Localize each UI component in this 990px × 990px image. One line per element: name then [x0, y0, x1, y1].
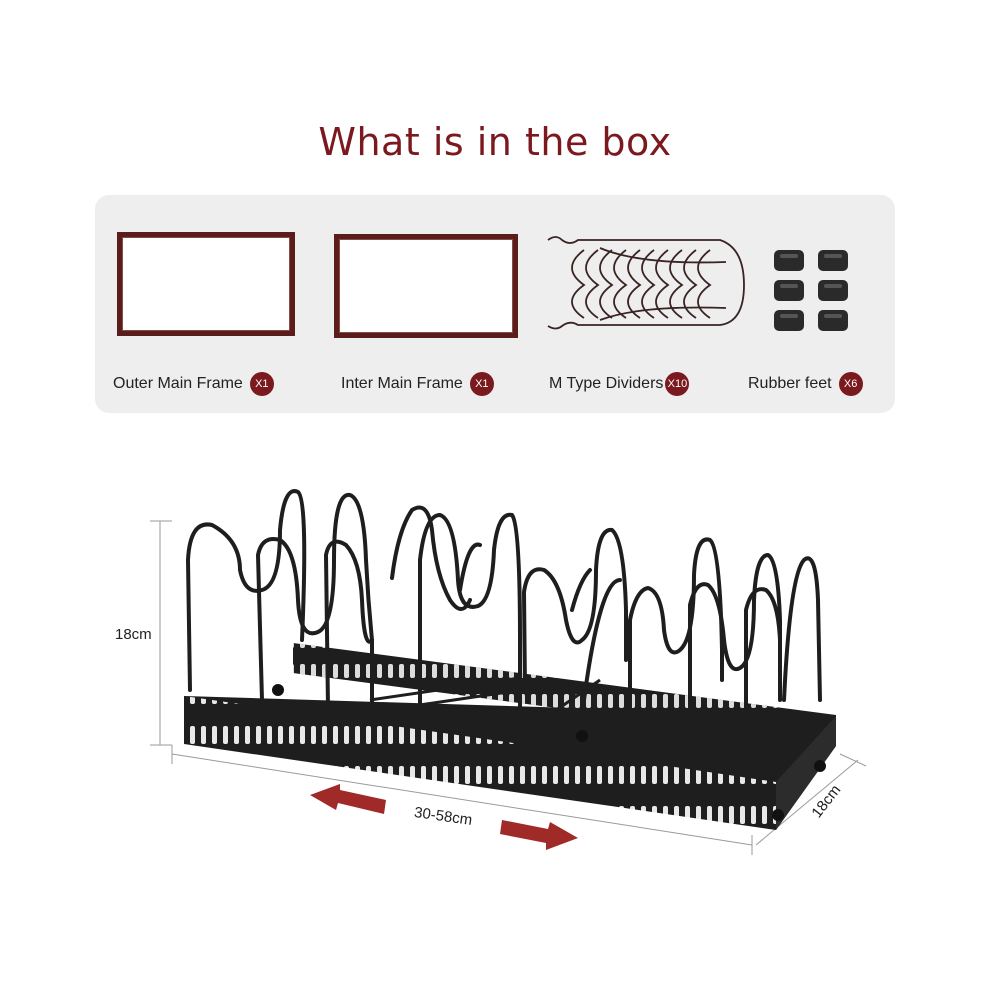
rack-front-rail: [184, 696, 836, 830]
box-item-dividers: M Type Dividers X10: [549, 372, 690, 396]
quantity-badge: X6: [838, 372, 863, 396]
box-item-label: Rubber feet: [748, 375, 832, 392]
outer-main-frame-image: [117, 232, 295, 336]
rack-dividers: [185, 489, 822, 762]
height-dimension-label: 18cm: [115, 626, 152, 643]
page-title: What is in the box: [318, 120, 672, 164]
inter-main-frame-image: [334, 234, 518, 338]
expand-arrows: [310, 784, 578, 850]
arrow-left-icon: [310, 784, 386, 814]
quantity-badge: X1: [469, 372, 494, 396]
dimension-guides: [150, 520, 867, 855]
box-item-inter-frame: Inter Main Frame X1: [341, 372, 494, 396]
rack-joint-knobs: [272, 684, 826, 821]
m-type-dividers-image: [547, 236, 745, 330]
box-item-label: Inter Main Frame: [341, 375, 463, 392]
quantity-badge: X10: [665, 372, 690, 396]
box-item-label: M Type Dividers: [549, 375, 664, 392]
quantity-badge: X1: [249, 372, 274, 396]
box-item-outer-frame: Outer Main Frame X1: [113, 372, 274, 396]
arrow-right-icon: [500, 820, 578, 850]
box-item-label: Outer Main Frame: [113, 375, 243, 392]
box-item-rubber-feet: Rubber feet X6: [748, 372, 863, 396]
